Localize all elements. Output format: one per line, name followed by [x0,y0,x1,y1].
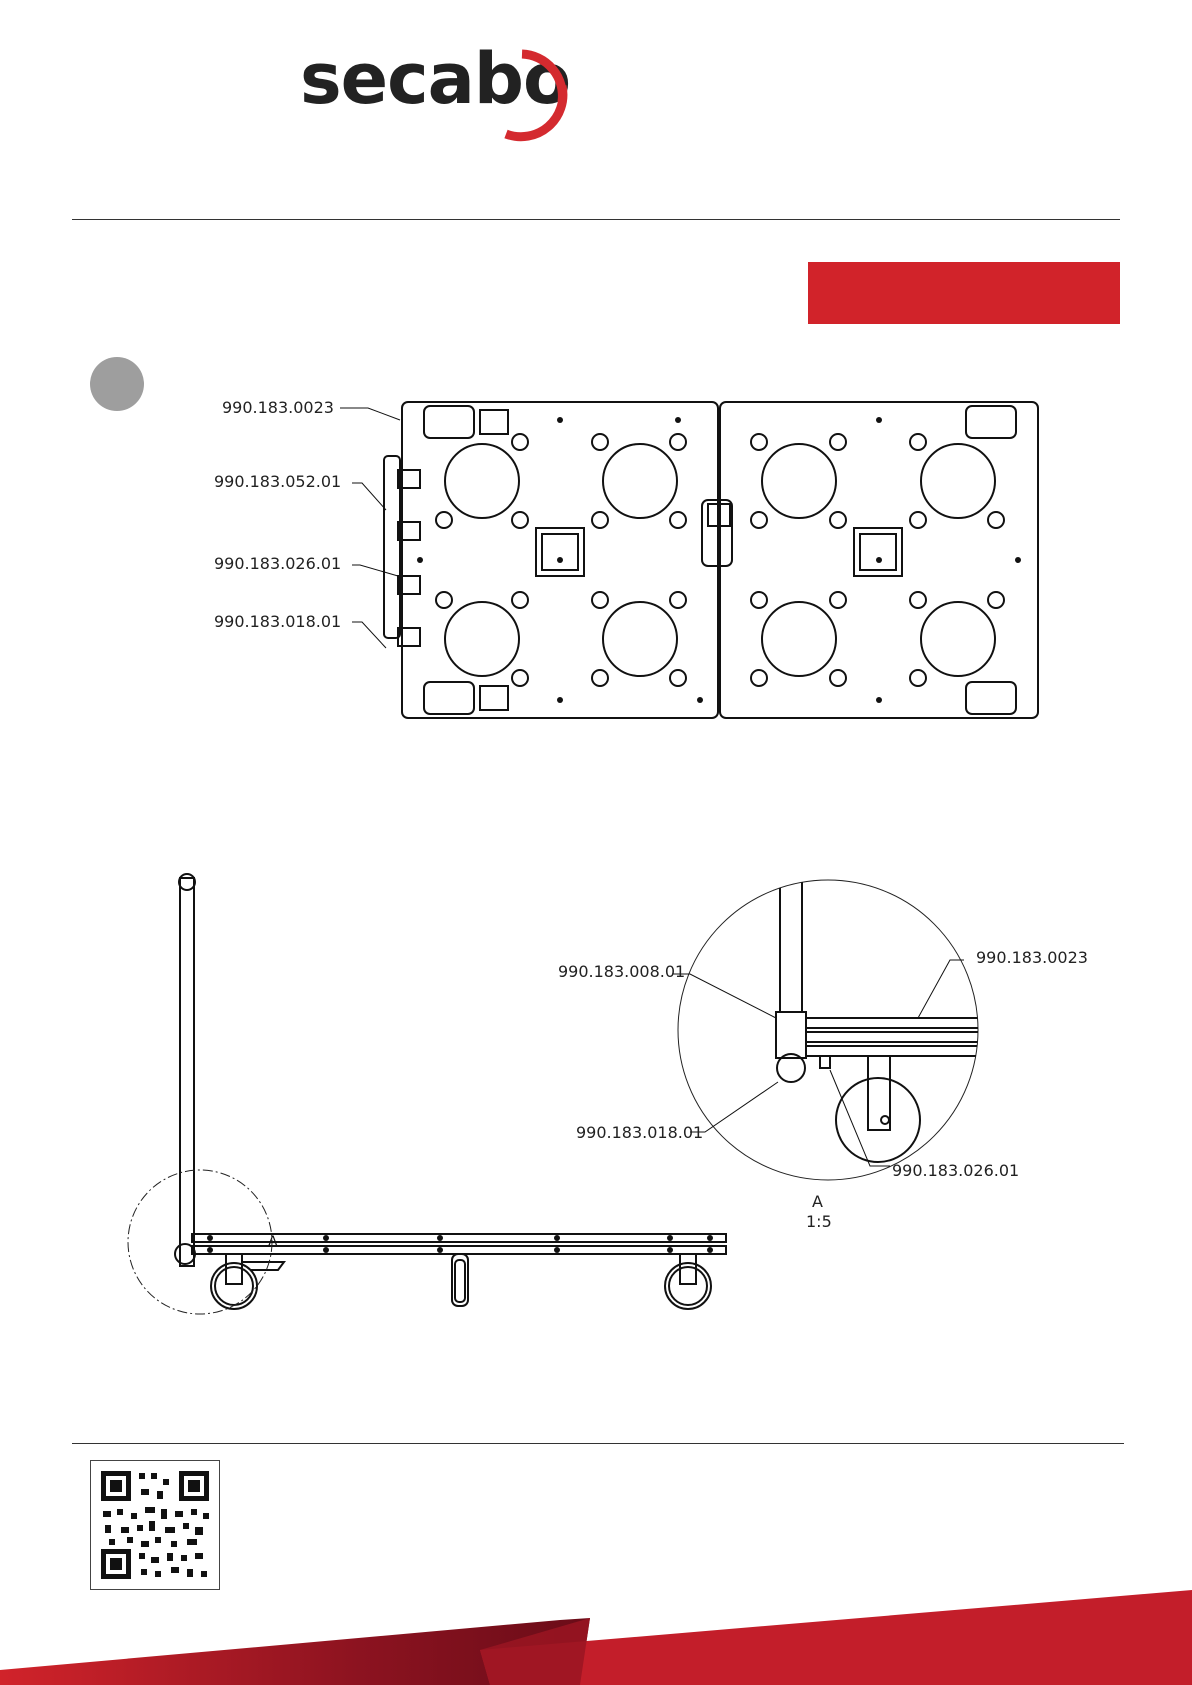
detail-label: A [812,1194,823,1210]
detail-callout-990-183-026-01: 990.183.026.01 [892,1163,1019,1179]
detail-callout-990-183-018-01: 990.183.018.01 [576,1125,703,1141]
top-view-drawing [0,380,1192,740]
brand-logo: secabo [300,40,570,150]
footer-divider [72,1443,1124,1444]
footer-band [0,1590,1192,1685]
callout-990-183-0023: 990.183.0023 [222,400,334,416]
logo-ring-icon [300,40,570,150]
qr-code[interactable] [90,1460,220,1590]
detail-callout-990-183-0023: 990.183.0023 [976,950,1088,966]
red-title-box [808,262,1120,324]
section-marker-a: A [268,1234,278,1250]
callout-990-183-026-01: 990.183.026.01 [214,556,341,572]
detail-view-drawing [540,870,1100,1210]
callout-990-183-052-01: 990.183.052.01 [214,474,341,490]
detail-callout-990-183-008-01: 990.183.008.01 [558,964,685,980]
callout-990-183-018-01: 990.183.018.01 [214,614,341,630]
qr-code-icon [91,1461,219,1589]
header-divider [72,219,1120,220]
detail-scale: 1:5 [806,1214,832,1230]
